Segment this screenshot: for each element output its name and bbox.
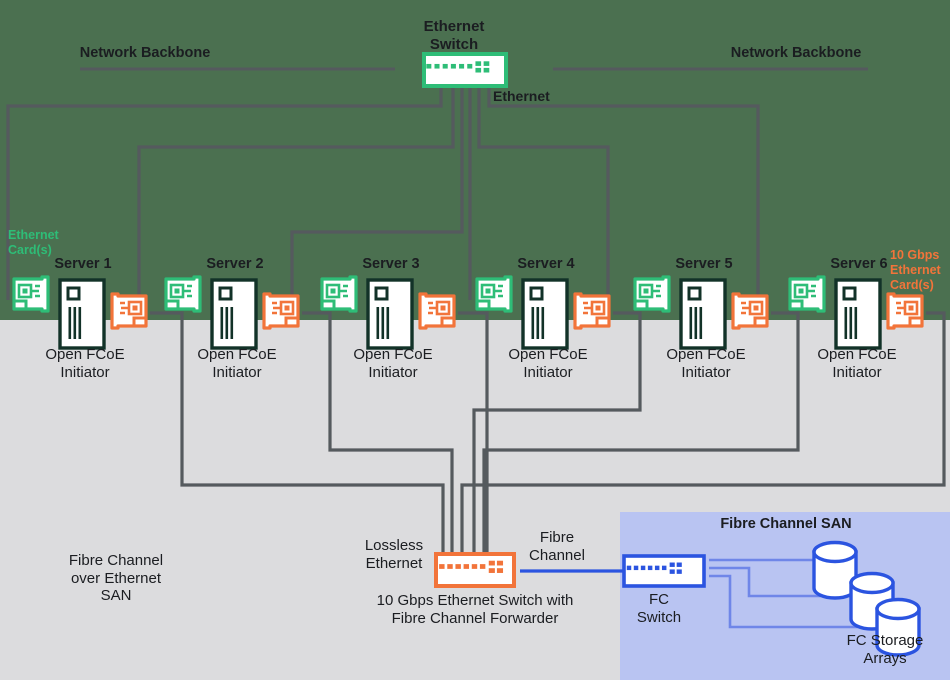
- fcoe-san-label: Fibre Channel over Ethernet SAN: [68, 552, 164, 605]
- fcf-switch-label: 10 Gbps Ethernet Switch with Fibre Chann…: [376, 592, 574, 627]
- server-5-name: Server 5: [675, 256, 733, 272]
- ten-gbps-ethernet-card-label: 10 Gbps Ethernet Card(s): [890, 248, 941, 292]
- ethernet-link-lines: [6, 88, 760, 300]
- server-1-initiator-label: Open FCoE Initiator: [45, 346, 125, 381]
- server-4-initiator-label: Open FCoE Initiator: [508, 346, 588, 381]
- lossless-ethernet-label: Lossless Ethernet: [364, 537, 424, 572]
- server-3-initiator-label: Open FCoE Initiator: [353, 346, 433, 381]
- fc-storage-arrays-label: FC Storage Arrays: [846, 632, 924, 667]
- server-6-initiator-label: Open FCoE Initiator: [817, 346, 897, 381]
- fcoe-link-lines: [150, 311, 946, 556]
- server-2-name: Server 2: [206, 256, 264, 272]
- fc-switch-label: FC Switch: [636, 591, 682, 626]
- ethernet-switch-label: Ethernet Switch: [423, 18, 485, 53]
- ethernet-link-label: Ethernet: [493, 88, 550, 104]
- fc-switch-icon: [622, 554, 706, 588]
- server-3-name: Server 3: [362, 256, 420, 272]
- server-4-name: Server 4: [517, 256, 575, 272]
- network-backbone-right-label: Network Backbone: [730, 45, 862, 61]
- server-6-name: Server 6: [830, 256, 888, 272]
- network-backbone-left-label: Network Backbone: [79, 45, 211, 61]
- server-5-initiator-label: Open FCoE Initiator: [666, 346, 746, 381]
- server-2-initiator-label: Open FCoE Initiator: [197, 346, 277, 381]
- ethernet-card-label: Ethernet Card(s): [8, 228, 59, 257]
- fibre-channel-san-title: Fibre Channel SAN: [720, 516, 852, 532]
- fibre-channel-link-label: Fibre Channel: [529, 529, 585, 564]
- server-1-name: Server 1: [54, 256, 112, 272]
- ethernet-switch-icon: [422, 52, 508, 88]
